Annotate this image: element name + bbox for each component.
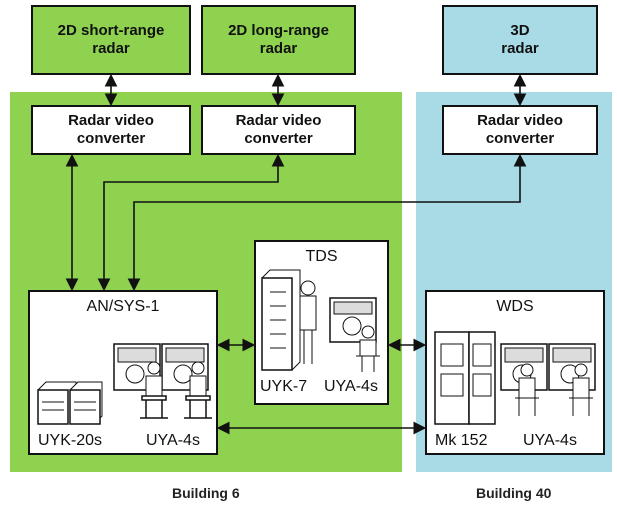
building-6-label: Building 6 <box>172 485 240 501</box>
building-40-label: Building 40 <box>476 485 551 501</box>
converter3-to-ansys <box>134 157 520 288</box>
converter2-to-ansys <box>104 157 278 288</box>
